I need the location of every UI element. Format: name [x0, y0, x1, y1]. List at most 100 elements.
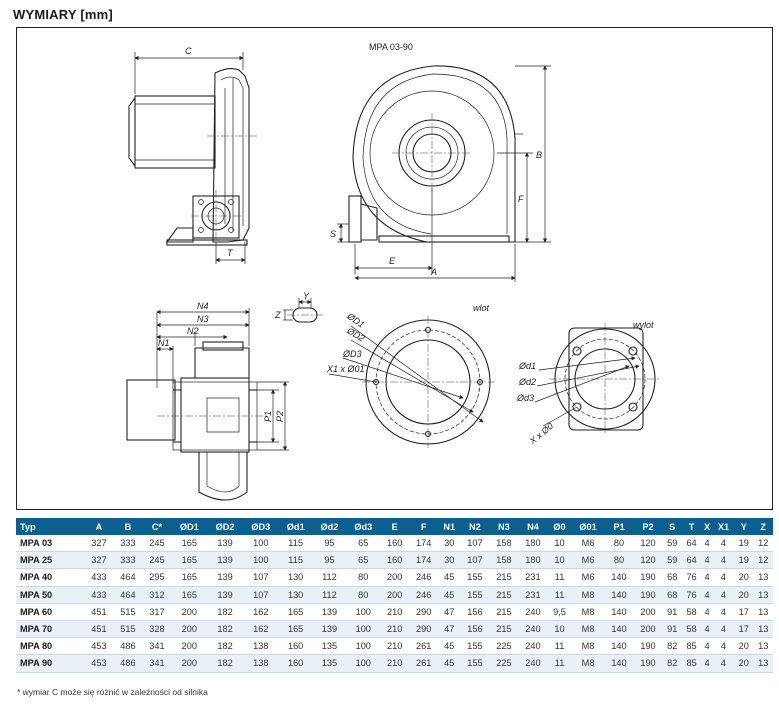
value-cell: 4 — [701, 535, 713, 553]
value-cell: 165 — [171, 586, 208, 604]
value-cell: 245 — [142, 535, 172, 553]
value-cell: 453 — [84, 654, 114, 673]
dim-label-P2: P2 — [275, 411, 285, 422]
column-header: N3 — [489, 518, 519, 535]
value-cell: 290 — [409, 620, 439, 639]
value-cell: 515 — [113, 620, 143, 639]
column-header: Ø01 — [571, 518, 605, 535]
section-heading: WYMIARY [mm] — [13, 7, 113, 22]
value-cell: 231 — [518, 586, 548, 604]
value-cell: 100 — [242, 551, 279, 570]
value-cell: 155 — [460, 637, 490, 656]
dim-label-A: A — [430, 267, 437, 277]
column-header: P2 — [633, 518, 663, 535]
value-cell: 200 — [171, 654, 208, 673]
front-view: MPA 03-90 B F S E — [330, 42, 551, 282]
dim-label-Od2: Ød2 — [518, 377, 536, 387]
value-cell: 4 — [712, 551, 735, 570]
value-cell: 165 — [171, 568, 208, 587]
model-cell: MPA 60 — [16, 603, 85, 621]
value-cell: 160 — [380, 535, 410, 553]
value-cell: 47 — [438, 603, 461, 621]
value-cell: 135 — [312, 637, 347, 656]
value-cell: 451 — [84, 620, 114, 639]
column-header: Ød2 — [312, 518, 347, 535]
value-cell: 140 — [604, 620, 634, 639]
value-cell: 138 — [242, 654, 279, 673]
dim-label-OD2: ØD2 — [344, 325, 366, 343]
value-cell: 158 — [489, 551, 519, 570]
column-header: F — [409, 518, 439, 535]
value-cell: 190 — [633, 654, 663, 673]
value-cell: 13 — [753, 654, 773, 673]
value-cell: 82 — [662, 654, 682, 673]
value-cell: 200 — [633, 620, 663, 639]
value-cell: 225 — [489, 637, 519, 656]
value-cell: 76 — [681, 568, 702, 587]
value-cell: 64 — [681, 551, 702, 570]
value-cell: 115 — [278, 535, 313, 553]
value-cell: 13 — [753, 620, 773, 639]
value-cell: 112 — [312, 586, 347, 604]
dim-label-T: T — [227, 248, 234, 258]
value-cell: 165 — [278, 620, 313, 639]
value-cell: 10 — [547, 535, 572, 553]
value-cell: 246 — [409, 568, 439, 587]
dim-label-N2: N2 — [187, 326, 199, 336]
dim-label-E: E — [389, 256, 396, 266]
value-cell: 328 — [142, 620, 172, 639]
value-cell: 290 — [409, 603, 439, 621]
value-cell: 200 — [380, 568, 410, 587]
value-cell: 20 — [734, 654, 754, 673]
dim-label-Z: Z — [274, 310, 281, 320]
value-cell: 95 — [312, 535, 347, 553]
value-cell: 464 — [113, 586, 143, 604]
value-cell: 91 — [662, 603, 682, 621]
column-header: N2 — [460, 518, 490, 535]
value-cell: 341 — [142, 654, 172, 673]
value-cell: 327 — [84, 535, 114, 553]
value-cell: 59 — [662, 551, 682, 570]
value-cell: 155 — [460, 568, 490, 587]
value-cell: 20 — [734, 637, 754, 656]
value-cell: 100 — [346, 603, 381, 621]
value-cell: 91 — [662, 620, 682, 639]
value-cell: 246 — [409, 586, 439, 604]
value-cell: 174 — [409, 551, 439, 570]
value-cell: 13 — [753, 568, 773, 587]
value-cell: 82 — [662, 637, 682, 656]
value-cell: 182 — [207, 603, 243, 621]
value-cell: 240 — [518, 603, 548, 621]
value-cell: 4 — [712, 620, 735, 639]
value-cell: 139 — [207, 586, 243, 604]
value-cell: 130 — [278, 586, 313, 604]
value-cell: M6 — [571, 568, 605, 587]
value-cell: 156 — [460, 603, 490, 621]
value-cell: 225 — [489, 654, 519, 673]
value-cell: 135 — [312, 654, 347, 673]
value-cell: 341 — [142, 637, 172, 656]
value-cell: 80 — [604, 535, 634, 553]
value-cell: 240 — [518, 620, 548, 639]
value-cell: 200 — [171, 620, 208, 639]
value-cell: 180 — [518, 551, 548, 570]
inlet-flange-view: wlot ØD1 ØD2 ØD3 X1 x Ø01 — [326, 303, 494, 448]
value-cell: 45 — [438, 637, 461, 656]
value-cell: 200 — [633, 603, 663, 621]
dim-label-B: B — [536, 150, 542, 160]
value-cell: 107 — [242, 568, 279, 587]
technical-drawing: C T MPA 03-90 B F — [126, 42, 661, 501]
value-cell: 215 — [489, 568, 519, 587]
value-cell: M6 — [571, 535, 605, 553]
dim-label-OD3: ØD3 — [342, 349, 362, 359]
value-cell: 155 — [460, 654, 490, 673]
value-cell: 11 — [547, 654, 572, 673]
value-cell: 64 — [681, 535, 702, 553]
value-cell: 140 — [604, 654, 634, 673]
value-cell: 240 — [518, 637, 548, 656]
value-cell: 210 — [380, 637, 410, 656]
value-cell: 295 — [142, 568, 172, 587]
